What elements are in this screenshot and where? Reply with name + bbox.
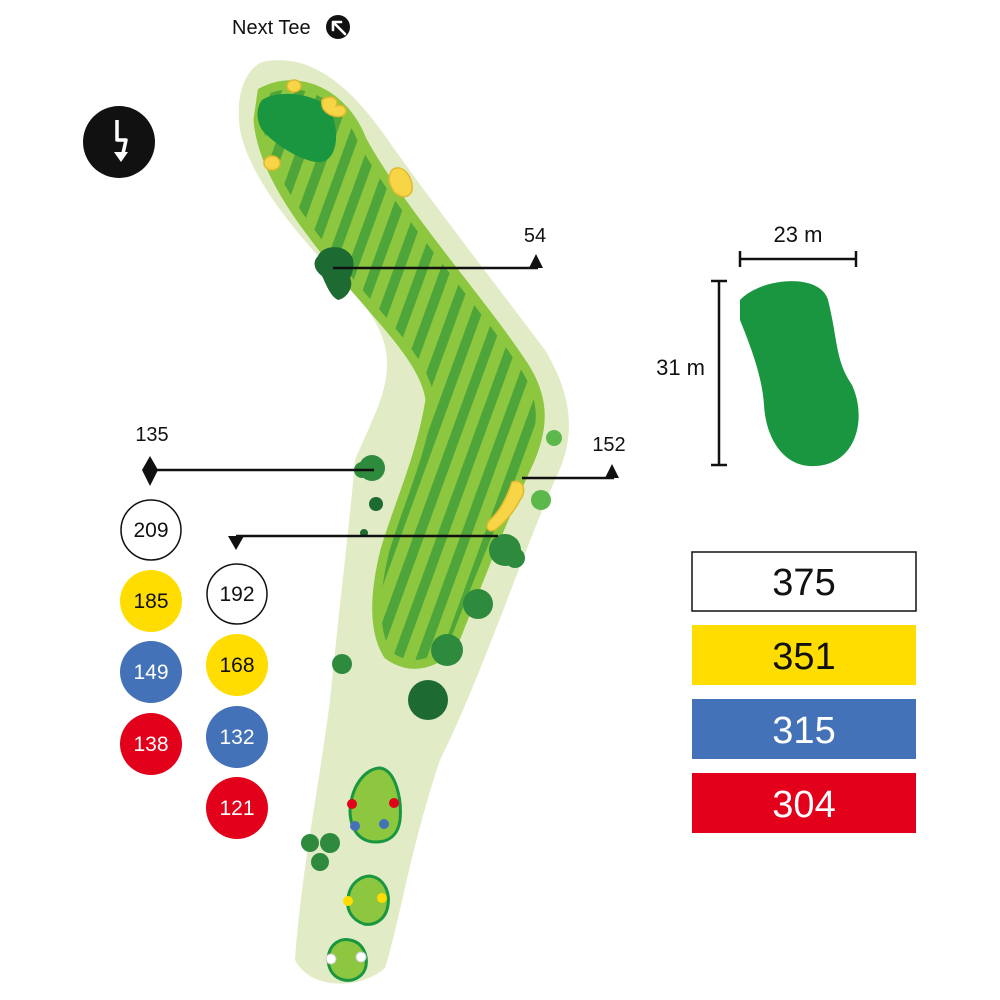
fairway	[253, 80, 545, 669]
tee-box-white	[326, 938, 368, 982]
hole-length-white: 375	[691, 551, 917, 612]
svg-text:315: 315	[772, 710, 835, 752]
inverted-triangle-marker	[228, 536, 244, 550]
tee-marker-white	[355, 951, 367, 963]
svg-text:375: 375	[772, 562, 835, 604]
triangle-marker	[605, 464, 619, 478]
tee-box-yellow	[346, 874, 390, 926]
hole-length-boxes: 375 351 315 304	[691, 551, 917, 833]
tee-marker-blue	[379, 819, 389, 829]
yardage-disc-white: 192	[206, 563, 268, 625]
tee-marker-yellow	[377, 893, 387, 903]
tree	[463, 589, 493, 619]
hole-length-yellow: 351	[692, 625, 916, 685]
yardage-disc-white: 209	[120, 499, 182, 561]
tee-marker-blue	[350, 821, 360, 831]
arrow-up-left-icon	[326, 15, 350, 39]
svg-text:209: 209	[133, 519, 168, 542]
svg-text:132: 132	[219, 726, 254, 749]
distance-label: 54	[524, 225, 546, 247]
bunker	[263, 155, 281, 171]
bunker	[388, 167, 413, 198]
tee-marker-red	[347, 799, 357, 809]
svg-text:168: 168	[219, 654, 254, 677]
distance-label: 152	[592, 434, 625, 456]
tree	[531, 490, 551, 510]
tee-marker-red	[389, 798, 399, 808]
putting-green	[257, 93, 337, 163]
north-arrow-icon	[83, 106, 155, 178]
distance-marker-54: 54	[333, 225, 546, 270]
distance-marker-152: 152	[522, 434, 626, 480]
svg-text:121: 121	[219, 797, 254, 820]
tree	[301, 834, 319, 852]
hole-length-blue: 315	[692, 699, 916, 759]
tree	[314, 247, 354, 300]
tee-marker-white	[325, 953, 337, 965]
svg-text:192: 192	[219, 583, 254, 606]
bunker	[321, 96, 347, 118]
bunker	[486, 480, 525, 532]
svg-text:185: 185	[133, 590, 168, 613]
yardage-disc-blue: 149	[120, 641, 182, 703]
yardage-discs-right: 192 168 132 121	[206, 563, 268, 839]
yardage-disc-red: 121	[206, 777, 268, 839]
yardage-discs-left: 209 185 149 138	[120, 499, 182, 775]
green-detail: 23 m 31 m	[656, 222, 859, 467]
tree	[369, 497, 383, 511]
next-tee-label: Next Tee	[232, 17, 311, 39]
diamond-marker	[142, 456, 158, 486]
yardage-disc-yellow: 168	[206, 634, 268, 696]
tree	[546, 430, 562, 446]
tree	[505, 548, 525, 568]
tee-boxes	[325, 766, 402, 982]
hole-length-red: 304	[692, 773, 916, 833]
tree	[332, 654, 352, 674]
tee-marker-yellow	[343, 896, 353, 906]
svg-text:149: 149	[133, 661, 168, 684]
yardage-disc-yellow: 185	[120, 570, 182, 632]
tree	[320, 833, 340, 853]
distance-marker-135: 135	[135, 424, 374, 486]
green-width-label: 23 m	[774, 222, 823, 247]
tree	[311, 853, 329, 871]
svg-text:304: 304	[772, 784, 835, 826]
triangle-marker	[529, 254, 543, 268]
green-depth-label: 31 m	[656, 355, 705, 380]
distance-label: 135	[135, 424, 168, 446]
tree	[408, 680, 448, 720]
svg-text:351: 351	[772, 636, 835, 678]
layup-line	[228, 534, 498, 550]
bunkers	[263, 79, 525, 532]
yardage-disc-red: 138	[120, 713, 182, 775]
yardage-disc-blue: 132	[206, 706, 268, 768]
trees	[301, 247, 562, 871]
tree	[431, 634, 463, 666]
bunker	[286, 79, 302, 93]
green-shape	[740, 281, 859, 467]
svg-text:138: 138	[133, 733, 168, 756]
